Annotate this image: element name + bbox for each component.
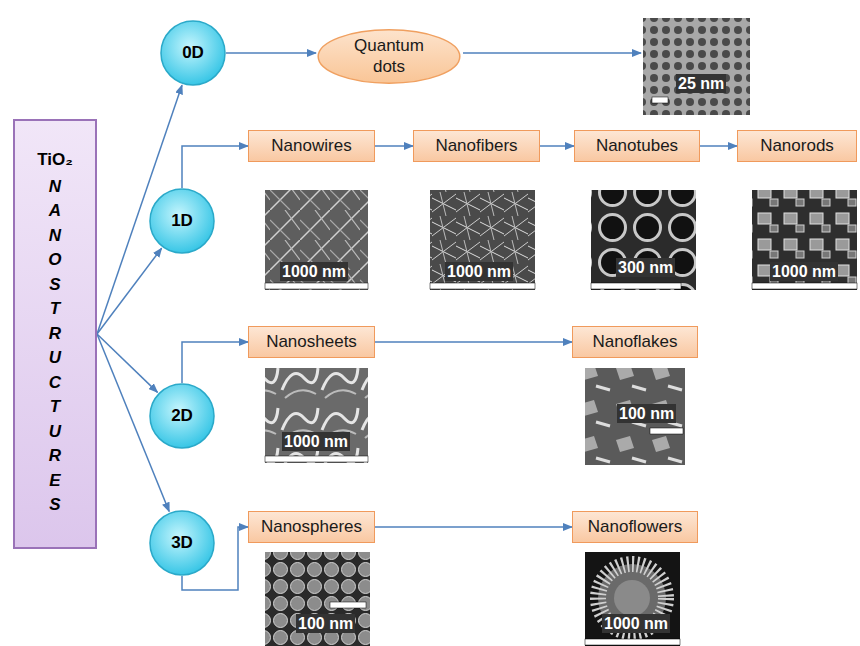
- category-ellipse: Quantum dots: [316, 29, 462, 84]
- node-text: Nanoflakes: [592, 332, 677, 352]
- scale-label: 1000 nm: [770, 262, 838, 281]
- node-text: 0D: [182, 43, 204, 63]
- connector-arrow: [375, 526, 572, 528]
- category-box: Nanofibers: [413, 130, 540, 162]
- category-box: Nanorods: [737, 130, 857, 162]
- scale-label: 1000 nm: [602, 614, 670, 633]
- dimension-circle: 0D: [160, 20, 226, 86]
- node-text: 2D: [171, 406, 193, 426]
- node-text: Nanorods: [760, 136, 834, 156]
- dimension-circle: 2D: [149, 383, 215, 449]
- title-box: TiO₂ NANOSTRUCTURES: [13, 119, 97, 549]
- scale-label: 100 nm: [296, 614, 355, 633]
- connector-arrow: [375, 341, 572, 343]
- dimension-circle: 3D: [149, 510, 215, 576]
- scale-label: 1000 nm: [282, 432, 350, 451]
- scale-label: 1000 nm: [280, 262, 348, 281]
- scale-label: 1000 nm: [445, 262, 513, 281]
- connector-arrow: [700, 145, 737, 147]
- scale-label: 300 nm: [616, 258, 675, 277]
- category-box: Nanoflowers: [572, 511, 698, 543]
- node-text: Nanosheets: [266, 332, 357, 352]
- category-box: Nanoflakes: [572, 326, 698, 358]
- scale-label: 100 nm: [617, 404, 676, 423]
- node-text: Quantum dots: [347, 36, 431, 77]
- connector-arrow: [375, 145, 413, 147]
- dimension-circle: 1D: [149, 188, 215, 254]
- connector-arrow: [182, 146, 248, 188]
- category-box: Nanospheres: [248, 511, 375, 543]
- node-text: Nanofibers: [435, 136, 517, 156]
- node-text: Nanotubes: [596, 136, 678, 156]
- connector-arrow: [182, 342, 248, 383]
- node-text: TiO₂: [37, 150, 73, 170]
- vertical-title: NANOSTRUCTURES: [46, 175, 63, 518]
- category-box: Nanosheets: [248, 326, 375, 358]
- scale-label: 25 nm: [676, 74, 726, 93]
- connector-arrow: [97, 334, 158, 392]
- category-box: Nanowires: [248, 130, 375, 162]
- node-text: Nanospheres: [261, 517, 362, 537]
- node-text: 3D: [171, 533, 193, 553]
- connector-arrow: [540, 145, 574, 147]
- category-box: Nanotubes: [574, 130, 700, 162]
- node-text: Nanowires: [271, 136, 351, 156]
- connector-arrow: [226, 52, 316, 54]
- node-text: Nanoflowers: [588, 517, 683, 537]
- connector-arrow: [97, 248, 162, 334]
- node-text: 1D: [171, 211, 193, 231]
